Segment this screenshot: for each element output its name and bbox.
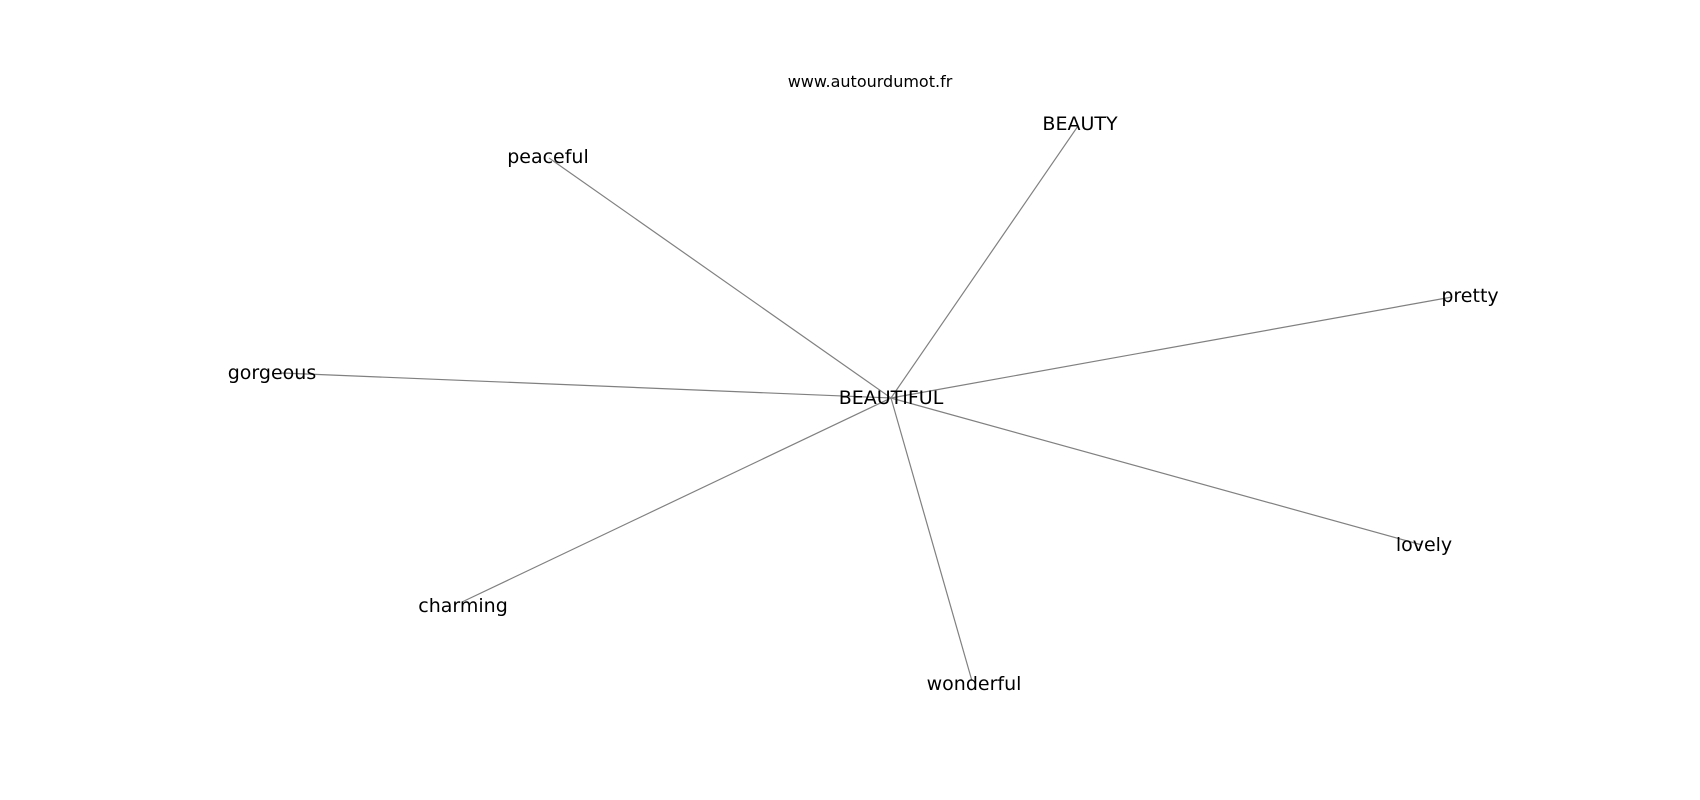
edge-beautiful-beauty [890, 125, 1079, 399]
edge-beautiful-gorgeous [281, 372, 892, 399]
source-label: www.autourdumot.fr [788, 72, 953, 91]
nodes-layer: BEAUTIFUL BEAUTY peaceful pretty gorgeou… [228, 113, 1499, 695]
node-gorgeous[interactable]: gorgeous [228, 362, 316, 384]
edge-beautiful-lovely [890, 397, 1423, 546]
node-beauty[interactable]: BEAUTY [1042, 113, 1118, 135]
node-charming[interactable]: charming [418, 595, 508, 617]
edge-beautiful-pretty [890, 296, 1453, 399]
edges-layer [281, 125, 1453, 682]
node-pretty[interactable]: pretty [1441, 285, 1498, 307]
node-peaceful[interactable]: peaceful [507, 146, 589, 168]
edge-beautiful-charming [461, 397, 892, 603]
node-wonderful[interactable]: wonderful [927, 673, 1022, 695]
node-beautiful[interactable]: BEAUTIFUL [839, 387, 944, 409]
edge-beautiful-wonderful [890, 397, 973, 682]
node-lovely[interactable]: lovely [1396, 534, 1452, 556]
edge-beautiful-peaceful [548, 157, 892, 399]
